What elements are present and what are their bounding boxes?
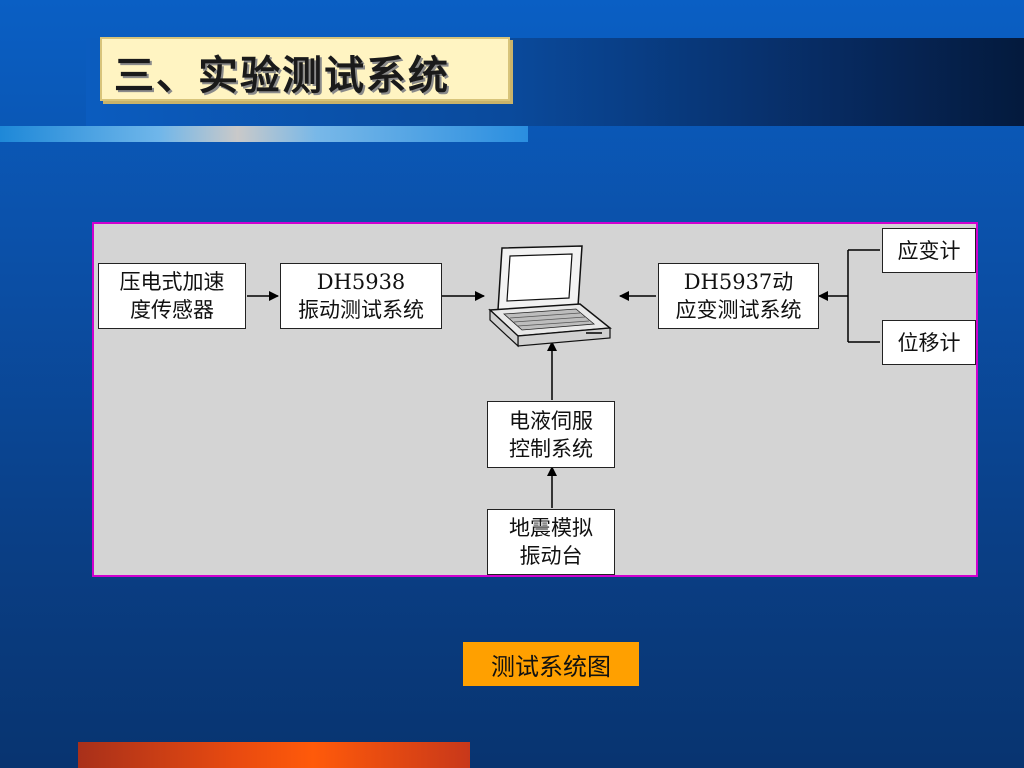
decorative-bottom-bar: [78, 742, 470, 768]
dh5937-box: DH5937动 应变测试系统: [658, 263, 819, 329]
displacement-gauge-box: 位移计: [882, 320, 976, 365]
shake-table-box: 地震模拟 振动台: [487, 509, 615, 575]
strain-gauge-box: 应变计: [882, 228, 976, 273]
accelerometer-box: 压电式加速 度传感器: [98, 263, 246, 329]
slide-title: 三、实验测试系统: [114, 53, 450, 99]
diagram-caption: 测试系统图: [463, 642, 639, 686]
laptop-computer-icon: [488, 245, 612, 348]
title-box: 三、实验测试系统: [100, 37, 510, 101]
diagram-connectors: [247, 245, 880, 508]
decorative-strip: [0, 126, 528, 142]
dh5938-box: DH5938 振动测试系统: [280, 263, 442, 329]
servo-control-box: 电液伺服 控制系统: [487, 401, 615, 468]
diagram-panel: 压电式加速 度传感器 DH5938 振动测试系统 DH5937动 应变测试系统 …: [92, 222, 978, 577]
